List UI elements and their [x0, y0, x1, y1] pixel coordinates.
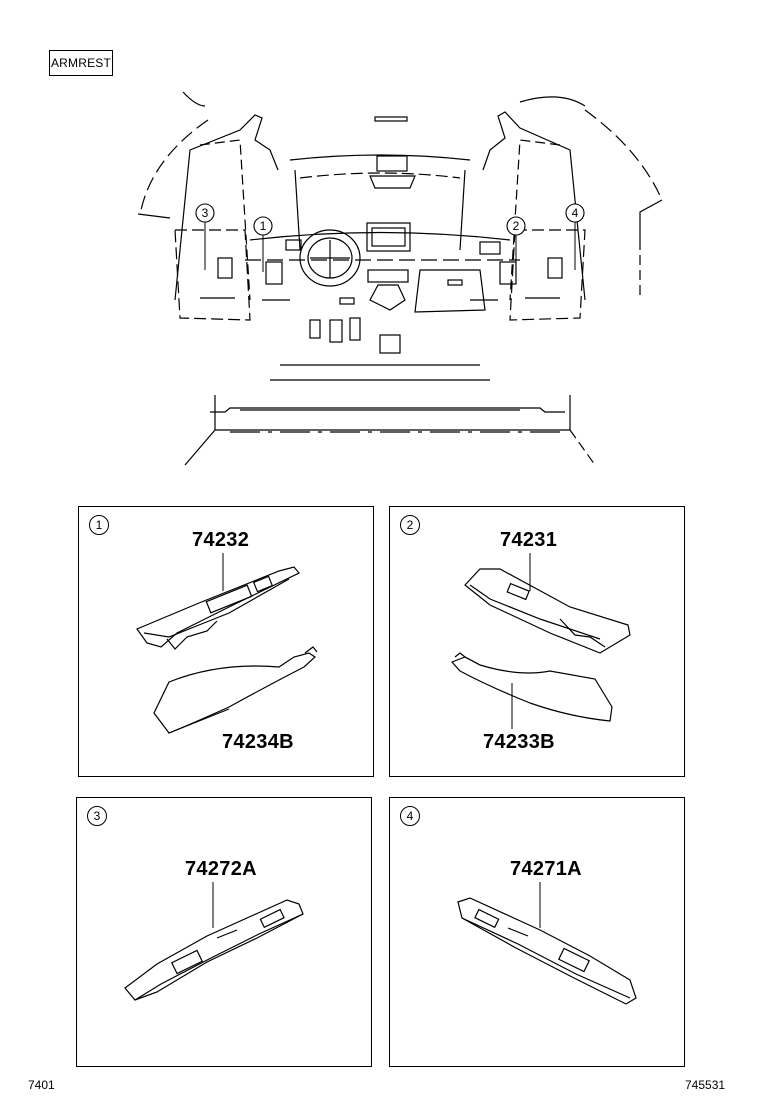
vehicle-interior-overview: 3 1 2 4 — [137, 91, 663, 466]
footer-left-code: 7401 — [28, 1078, 55, 1092]
panel-callout-3: 3 — [87, 806, 107, 826]
part-number-74271A: 74271A — [510, 858, 582, 880]
panel-callout-4: 4 — [400, 806, 420, 826]
panel-callout-2: 2 — [400, 515, 420, 535]
footer-right-code: 745531 — [685, 1078, 726, 1092]
part-number-74231: 74231 — [500, 529, 558, 551]
overview-callout-4: 4 — [572, 206, 579, 220]
overview-callout-1: 1 — [260, 219, 267, 233]
detail-panel-4: 4 74271A — [389, 797, 685, 1067]
overview-callout-2: 2 — [513, 219, 520, 233]
section-tag: ARMREST — [49, 50, 113, 76]
part-number-74234B: 74234B — [222, 731, 294, 753]
part-number-74233B: 74233B — [483, 731, 555, 753]
overview-callout-3: 3 — [202, 206, 209, 220]
overview-callout-2-circle — [506, 216, 526, 236]
detail-panel-2: 2 74231 74233B — [389, 506, 685, 777]
overview-callout-1-circle — [253, 216, 273, 236]
detail-panel-1: 1 74232 74234B — [78, 506, 374, 777]
part-number-74272A: 74272A — [185, 858, 257, 880]
armrest-rear-right-illustration — [457, 882, 637, 1005]
armrest-switch-base-front-left-illustration — [136, 553, 318, 734]
overview-callout-3-circle — [195, 203, 215, 223]
detail-panel-3: 3 74272A — [76, 797, 372, 1067]
armrest-switch-base-front-right-illustration — [450, 553, 631, 729]
armrest-rear-left-illustration — [124, 882, 304, 1001]
panel-callout-1: 1 — [89, 515, 109, 535]
part-number-74232: 74232 — [192, 529, 250, 551]
overview-callout-4-circle — [565, 203, 585, 223]
